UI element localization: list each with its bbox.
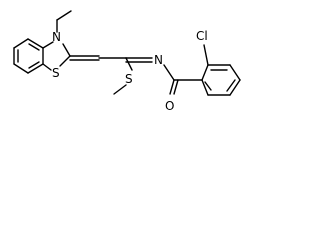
thiazoline-ring: [42, 41, 71, 71]
n-thiazole-label: N: [52, 30, 61, 44]
s-thiazole-label: S: [52, 66, 60, 80]
amide-linkage: [163, 64, 203, 95]
cl-chloro-label: Cl: [196, 29, 208, 43]
benzo-ring: [13, 38, 44, 74]
vinyl-chain: [69, 55, 153, 71]
chemical-structure: N S S N O Cl: [13, 10, 241, 113]
s-methylthio-label: S: [125, 72, 133, 86]
n-imine-label: N: [154, 53, 163, 67]
chlorobenzene-ring: [201, 64, 241, 96]
methylthio-group: [113, 84, 127, 95]
o-carbonyl-label: O: [165, 99, 174, 113]
chloro-bond: [203, 44, 209, 66]
ethyl-group: [56, 10, 72, 33]
